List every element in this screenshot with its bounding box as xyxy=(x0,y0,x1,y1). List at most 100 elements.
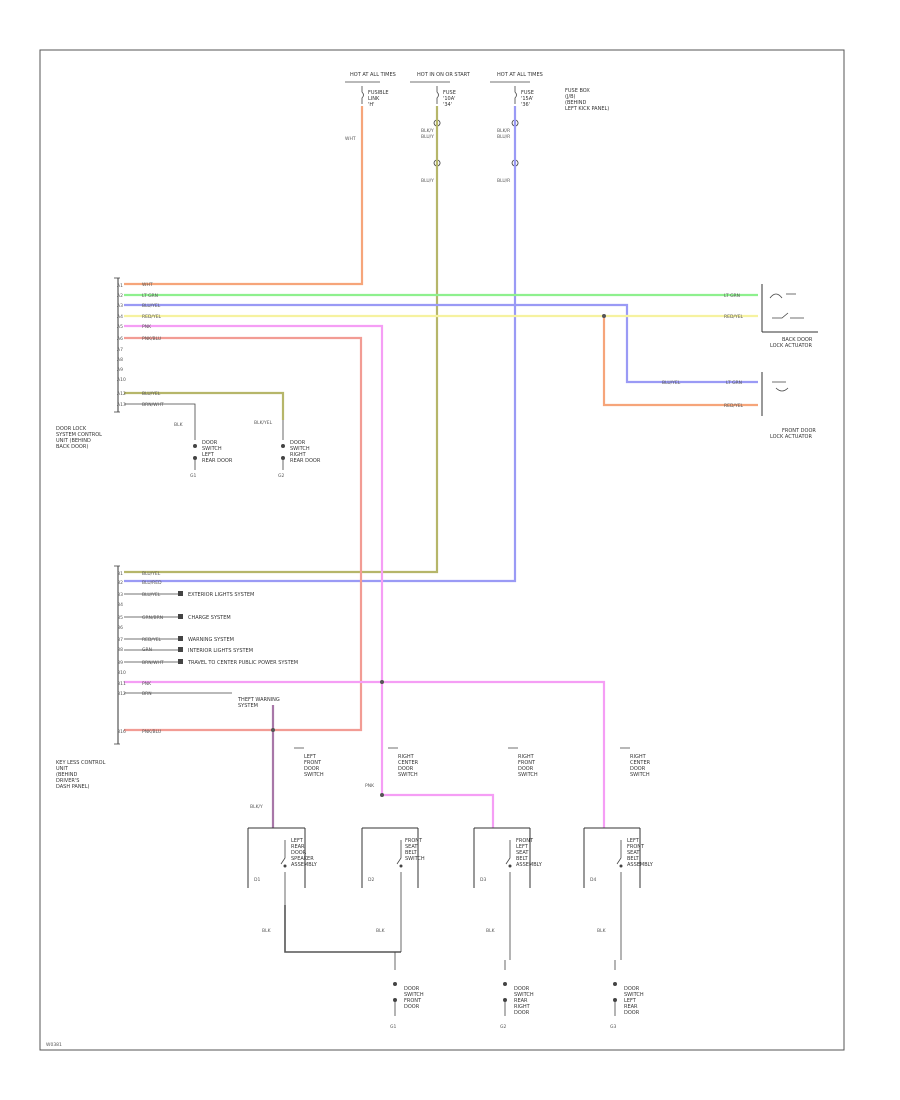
fuse-2-line-3: '34' xyxy=(443,102,452,108)
ds1-top-wire: BLK/Y xyxy=(250,804,263,810)
ds2-unit-4: SWITCH xyxy=(405,856,425,862)
ls2-line-1: DOOR xyxy=(514,986,530,992)
upper-pin-3: A3 xyxy=(117,303,123,309)
door-switch-titles: LEFT FRONT DOOR SWITCH RIGHT CENTER DOOR… xyxy=(250,747,651,810)
upper-pin-9: A9 xyxy=(117,367,123,373)
keyless-control-unit: B1 B2 B3 B4 B5 B6 B7 B8 B9 B10 B11 B12 B… xyxy=(56,565,298,790)
lower-pin-16: B16 xyxy=(117,729,126,735)
front-actuator-wire-c: RED/YEL xyxy=(724,403,744,409)
back-actuator-label-2: LOCK ACTUATOR xyxy=(770,343,812,349)
lower-pin-7: B7 xyxy=(117,637,123,643)
ls2-ground: G2 xyxy=(500,1024,506,1030)
upper-pin-7: A7 xyxy=(117,347,123,353)
fuse-2-line-2: '10A' xyxy=(443,96,456,102)
ds1-frame xyxy=(247,827,306,888)
lower-pin-3: B3 xyxy=(117,592,123,598)
front-actuator-symbol xyxy=(772,381,789,392)
door-lock-control-unit: A1 A2 A3 A4 A5 A6 A7 A8 A9 A10 A12 A13 W… xyxy=(56,277,196,450)
ds1-title-4: SWITCH xyxy=(304,772,324,778)
sensor-2-wire: BLK/YEL xyxy=(254,420,273,426)
ds1-id: D1 xyxy=(254,877,260,883)
fuse-3-line-2: '15A' xyxy=(521,96,534,102)
ds4-switch xyxy=(616,840,622,960)
sensor-1-pin: G1 xyxy=(190,473,196,479)
ls3-line-5: DOOR xyxy=(624,1010,640,1016)
fuse-1-line-1: FUSIBLE xyxy=(368,90,389,96)
lower-wire-1: BLU/YEL xyxy=(142,571,161,577)
door-switch-unit-2: FRONT SEAT BELT SWITCH D2 xyxy=(361,827,425,952)
upper-wire-12: BLU/YEL xyxy=(142,391,161,397)
ds2-unit-1: FRONT xyxy=(405,838,423,844)
lower-door-sensor-1: DOOR SWITCH FRONT DOOR G1 xyxy=(390,952,424,1030)
fuse-box-label-3: (BEHIND xyxy=(565,100,587,106)
fuse-3-wire-mid: BLU/R xyxy=(497,134,510,140)
fuse-box-label-1: FUSE BOX xyxy=(565,88,590,94)
fuse-2-wire-top: BLK/Y xyxy=(421,128,434,134)
ds3-title-2: FRONT xyxy=(518,760,536,766)
ds1-unit-4: SPEAKER xyxy=(291,856,314,862)
ds4-title-3: DOOR xyxy=(630,766,646,772)
ds4-unit-1: LEFT xyxy=(627,838,640,844)
ds1-title-3: DOOR xyxy=(304,766,320,772)
ls1-line-1: DOOR xyxy=(404,986,420,992)
upper-wire-5: PNK xyxy=(142,324,152,330)
upper-pin-1: A1 xyxy=(117,283,123,289)
ds1-bottom-wire: BLK xyxy=(262,928,272,934)
wire-wht-fuse1 xyxy=(124,106,364,286)
door-switch-unit-3: FRONT LEFT SEAT BELT ASSEMBLY D3 xyxy=(473,827,543,960)
ls1-ground: G1 xyxy=(390,1024,396,1030)
wire-blu-yel-a12 xyxy=(124,391,285,420)
fuse-1-symbol xyxy=(361,86,364,104)
ds3-unit-2: LEFT xyxy=(516,844,529,850)
ds4-frame xyxy=(583,827,641,888)
back-actuator-symbol-1 xyxy=(769,293,796,299)
lower-wire-5: GRN/BRN xyxy=(142,615,163,621)
upper-wire-2: LT GRN xyxy=(142,293,158,299)
fuse-3-wire-low: BLU/R xyxy=(497,178,510,184)
ds1-title-1: LEFT xyxy=(304,754,317,760)
fuse-block: HOT AT ALL TIMES HOT IN ON OR START HOT … xyxy=(345,72,609,184)
diagram-border xyxy=(39,49,845,1051)
sensor-2-line-2: SWITCH xyxy=(290,446,310,452)
system-ref-1: EXTERIOR LIGHTS SYSTEM xyxy=(188,592,254,598)
back-actuator-frame xyxy=(761,284,818,333)
ls3-line-3: LEFT xyxy=(624,998,637,1004)
lower-module-title-2: UNIT xyxy=(56,766,69,772)
ds2-title-1: RIGHT xyxy=(398,754,415,760)
upper-wire-3: BLU/YEL xyxy=(142,303,161,309)
ds4-title-1: RIGHT xyxy=(630,754,647,760)
ds3-bottom-wire: BLK xyxy=(486,928,496,934)
fuse-3-header: HOT AT ALL TIMES xyxy=(497,72,543,78)
upper-wire-13: BRN/WHT xyxy=(142,402,164,408)
lower-pin-4: B4 xyxy=(117,602,123,608)
ds2-title-2: CENTER xyxy=(398,760,419,766)
lower-pin-5: B5 xyxy=(117,615,123,621)
ds3-frame xyxy=(473,827,531,888)
fuse-2-symbol xyxy=(436,86,439,104)
upper-pin-6: A6 xyxy=(117,336,123,342)
system-ref-3: WARNING SYSTEM xyxy=(188,637,234,643)
wires xyxy=(124,106,758,953)
upper-wire-1: WHT xyxy=(142,282,153,288)
fuse-2-header: HOT IN ON OR START xyxy=(417,72,471,78)
lower-wire-3: BLU/YEL xyxy=(142,592,161,598)
ds1-unit-3: DOOR xyxy=(291,850,307,856)
lower-module-title-1: KEY LESS CONTROL xyxy=(56,760,106,766)
ds1-unit-1: LEFT xyxy=(291,838,304,844)
theft-note-2: SYSTEM xyxy=(238,703,258,709)
lower-wire-12: BRN xyxy=(142,691,152,697)
ds3-switch xyxy=(505,840,511,960)
ls2-line-3: REAR xyxy=(514,998,528,1004)
sensor-1-line-3: LEFT xyxy=(202,452,215,458)
back-actuator-symbol-2 xyxy=(772,312,804,319)
ds2-bottom-wire: BLK xyxy=(376,928,386,934)
ds2-title-4: SWITCH xyxy=(398,772,418,778)
fuse-3-line-3: '36' xyxy=(521,102,530,108)
ds2-title-3: DOOR xyxy=(398,766,414,772)
ds4-title-4: SWITCH xyxy=(630,772,650,778)
wire-red-yel-front xyxy=(602,316,758,407)
fuse-2-wire-low: BLU/Y xyxy=(421,178,434,184)
upper-module-title-4: BACK DOOR) xyxy=(56,444,88,450)
ls1-line-4: DOOR xyxy=(404,1004,420,1010)
ds2-top-wire: PNK xyxy=(365,783,375,789)
